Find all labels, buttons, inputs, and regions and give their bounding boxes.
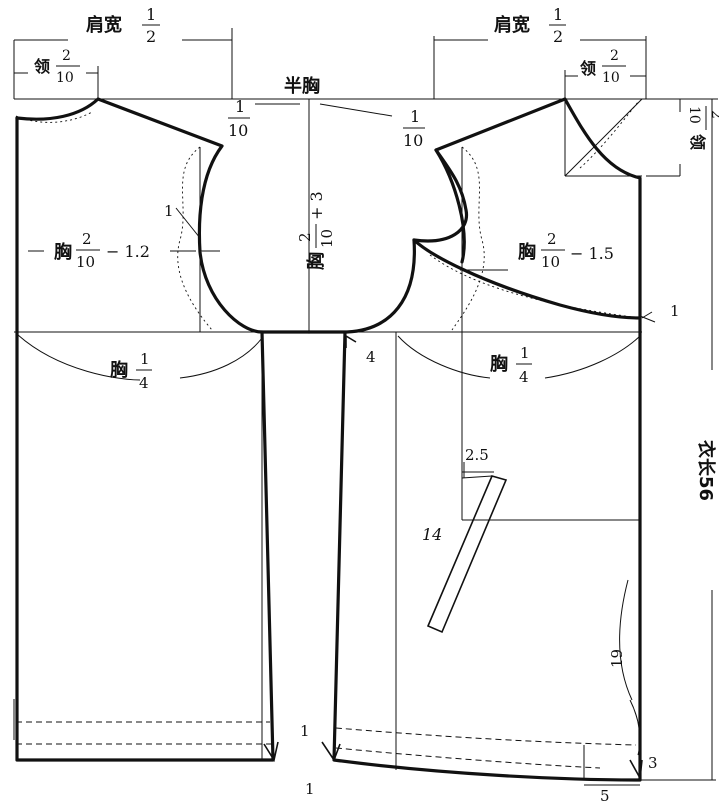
chest-right-quarter-num: 1 <box>520 344 530 362</box>
front-hem-arrow <box>321 741 341 762</box>
chest-center-label: 胸 <box>305 252 327 270</box>
chest-right-depth-label: 胸 <box>518 241 536 263</box>
text-labels: 肩宽 1 2 领 2 10 半胸 肩宽 1 2 领 2 10 领 2 10 1 … <box>34 5 719 805</box>
collar-left-label: 领 <box>34 57 50 76</box>
right-quarter-arc-b <box>544 335 641 379</box>
chest-right-depth-suffix: − 1.5 <box>570 244 614 263</box>
collar-side-group: 领 2 10 <box>686 106 719 150</box>
neck-guide-diagonal <box>564 98 643 177</box>
chest-left-quarter-den: 4 <box>139 374 149 392</box>
right-hem-dash-b <box>335 747 601 769</box>
side-19-arc-a <box>619 579 633 701</box>
pattern-outline <box>15 97 642 782</box>
n14-label: 14 <box>422 525 442 544</box>
tenth-right-num: 1 <box>410 107 420 126</box>
collar-right-frac-den: 10 <box>602 70 620 86</box>
shoulder-left-label: 肩宽 <box>86 14 122 36</box>
front-neck-shoulder <box>412 97 642 320</box>
chest-right-quarter-label: 胸 <box>490 353 508 375</box>
shoulder-right-frac-den: 2 <box>553 27 563 46</box>
chest-right-depth-den: 10 <box>541 253 560 271</box>
front-armhole-inner <box>434 148 466 264</box>
shoulder-right-label: 肩宽 <box>494 14 530 36</box>
front-outline <box>307 238 642 782</box>
left-neck-dotted <box>15 111 93 123</box>
left-quarter-arc-b <box>179 337 263 379</box>
chest-left-depth-suffix: − 1.2 <box>106 242 150 261</box>
back-neck-shoulder-armhole <box>15 97 311 334</box>
collar-side-label: 领 <box>688 134 707 150</box>
side-hem-arrow <box>629 759 643 781</box>
collar-side-frac-num: 2 <box>708 110 719 119</box>
right-hem-dash-a <box>335 727 637 746</box>
tenth-right-den: 10 <box>403 131 423 150</box>
chest-left-depth-num: 2 <box>82 230 92 248</box>
front-dart-arrow <box>345 334 357 348</box>
body-length-label: 衣长56 <box>695 440 717 501</box>
collar-right-frac-num: 2 <box>610 48 619 64</box>
chest-center-suffix: + 3 <box>307 191 326 220</box>
n2-5-label: 2.5 <box>465 446 489 464</box>
collar-right-label: 领 <box>580 59 596 78</box>
chest-center-num: 2 <box>296 232 314 242</box>
tenth-leader-right <box>319 103 393 117</box>
n1-hem-top: 1 <box>300 722 310 740</box>
n19-group: 19 <box>608 649 626 668</box>
left-sleeve-dotted <box>177 146 213 331</box>
chest-left-quarter-label: 胸 <box>110 359 128 381</box>
n1-left-leader <box>175 207 201 239</box>
right-sleeve-dotted <box>451 146 485 331</box>
n3-label: 3 <box>648 754 658 772</box>
chest-right-quarter-den: 4 <box>519 368 529 386</box>
pocket-leader <box>461 475 493 479</box>
shoulder-left-frac-den: 2 <box>146 27 156 46</box>
collar-left-frac-den: 10 <box>56 70 74 86</box>
quarter-chest-arcs <box>17 334 641 756</box>
body-length-group: 衣长56 <box>695 440 717 501</box>
collar-left-frac-num: 2 <box>62 48 71 64</box>
tenth-left-den: 10 <box>228 121 248 140</box>
construction-lines <box>13 28 718 786</box>
n1-left-arm: 1 <box>164 202 174 220</box>
n1-right-leader-b <box>639 315 656 323</box>
back-outline <box>15 116 275 762</box>
chest-center-den: 10 <box>318 229 336 248</box>
half-chest-label: 半胸 <box>284 75 320 97</box>
arrow-marks <box>263 334 643 781</box>
tenth-left-num: 1 <box>235 97 245 116</box>
welt-pocket <box>426 475 508 634</box>
chest-center-group: 胸 2 10 + 3 <box>296 191 336 270</box>
n1-hem-bottom: 1 <box>305 780 315 798</box>
chest-left-depth-den: 10 <box>76 253 95 271</box>
hem-dashed-lines <box>16 721 637 770</box>
chest-left-depth-label: 胸 <box>54 241 72 263</box>
n19-label: 19 <box>608 649 626 668</box>
shoulder-left-frac-num: 1 <box>146 5 156 24</box>
n1-right-side: 1 <box>670 302 680 320</box>
n4-label: 4 <box>366 348 376 366</box>
n5-label: 5 <box>600 787 610 805</box>
collar-side-frac-den: 10 <box>686 106 702 124</box>
back-hem-arrow <box>263 741 279 763</box>
chest-left-quarter-num: 1 <box>140 350 150 368</box>
chest-right-depth-num: 2 <box>547 230 557 248</box>
shoulder-right-frac-num: 1 <box>553 5 563 24</box>
pocket-shape <box>426 475 508 634</box>
right-quarter-arc-a <box>397 335 491 379</box>
right-shoulder-dotted <box>429 254 641 319</box>
sleeve-reference-curves <box>15 101 641 331</box>
left-quarter-arc-a <box>17 334 141 381</box>
